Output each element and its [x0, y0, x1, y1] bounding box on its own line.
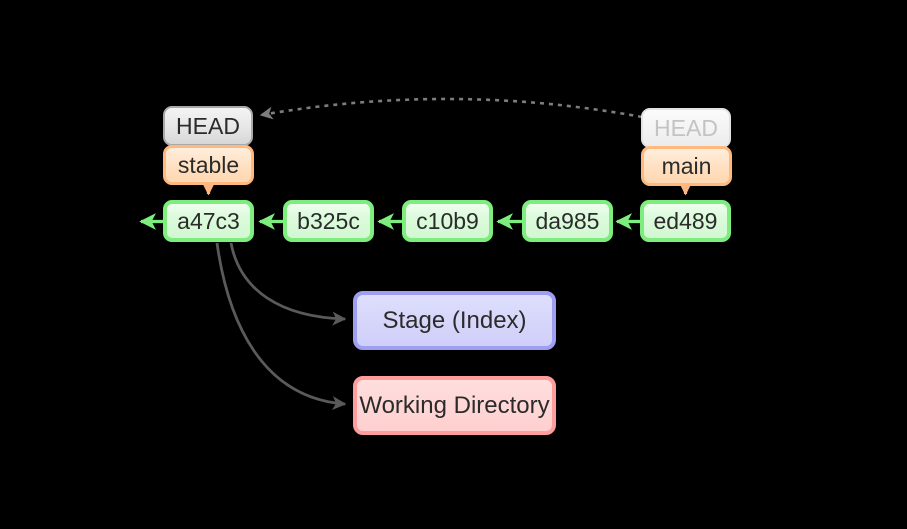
commit-hash: b325c: [297, 207, 360, 234]
head-pointer-faded: HEAD: [641, 108, 731, 148]
stage-index-label: Stage (Index): [382, 306, 527, 334]
branch-label-stable: stable: [163, 145, 254, 185]
working-directory-label: Working Directory: [359, 391, 550, 419]
commit-hash: ed489: [653, 207, 718, 234]
checkout-arrow-to-stage: [229, 242, 347, 326]
branch-stable-text: stable: [177, 151, 240, 178]
working-directory-box: Working Directory: [353, 376, 556, 435]
commit-hash: c10b9: [416, 207, 479, 234]
stage-index-box: Stage (Index): [353, 291, 556, 350]
branch-label-main: main: [641, 146, 732, 186]
commit-hash: da985: [535, 207, 600, 234]
commit-node-da985: da985: [522, 200, 613, 242]
head-move-dotted-arrow: [259, 97, 643, 120]
commit-node-b325c: b325c: [283, 200, 374, 242]
commit-node-a47c3: a47c3: [163, 200, 254, 242]
head-pointer-active: HEAD: [163, 106, 253, 146]
commit-node-ed489: ed489: [640, 200, 731, 242]
branch-main-text: main: [661, 152, 712, 179]
head-pointer-active-label: HEAD: [176, 112, 240, 139]
checkout-arrow-to-working-directory: [215, 242, 347, 411]
commit-node-c10b9: c10b9: [402, 200, 493, 242]
head-pointer-faded-label: HEAD: [654, 114, 718, 141]
commit-hash: a47c3: [177, 207, 240, 234]
